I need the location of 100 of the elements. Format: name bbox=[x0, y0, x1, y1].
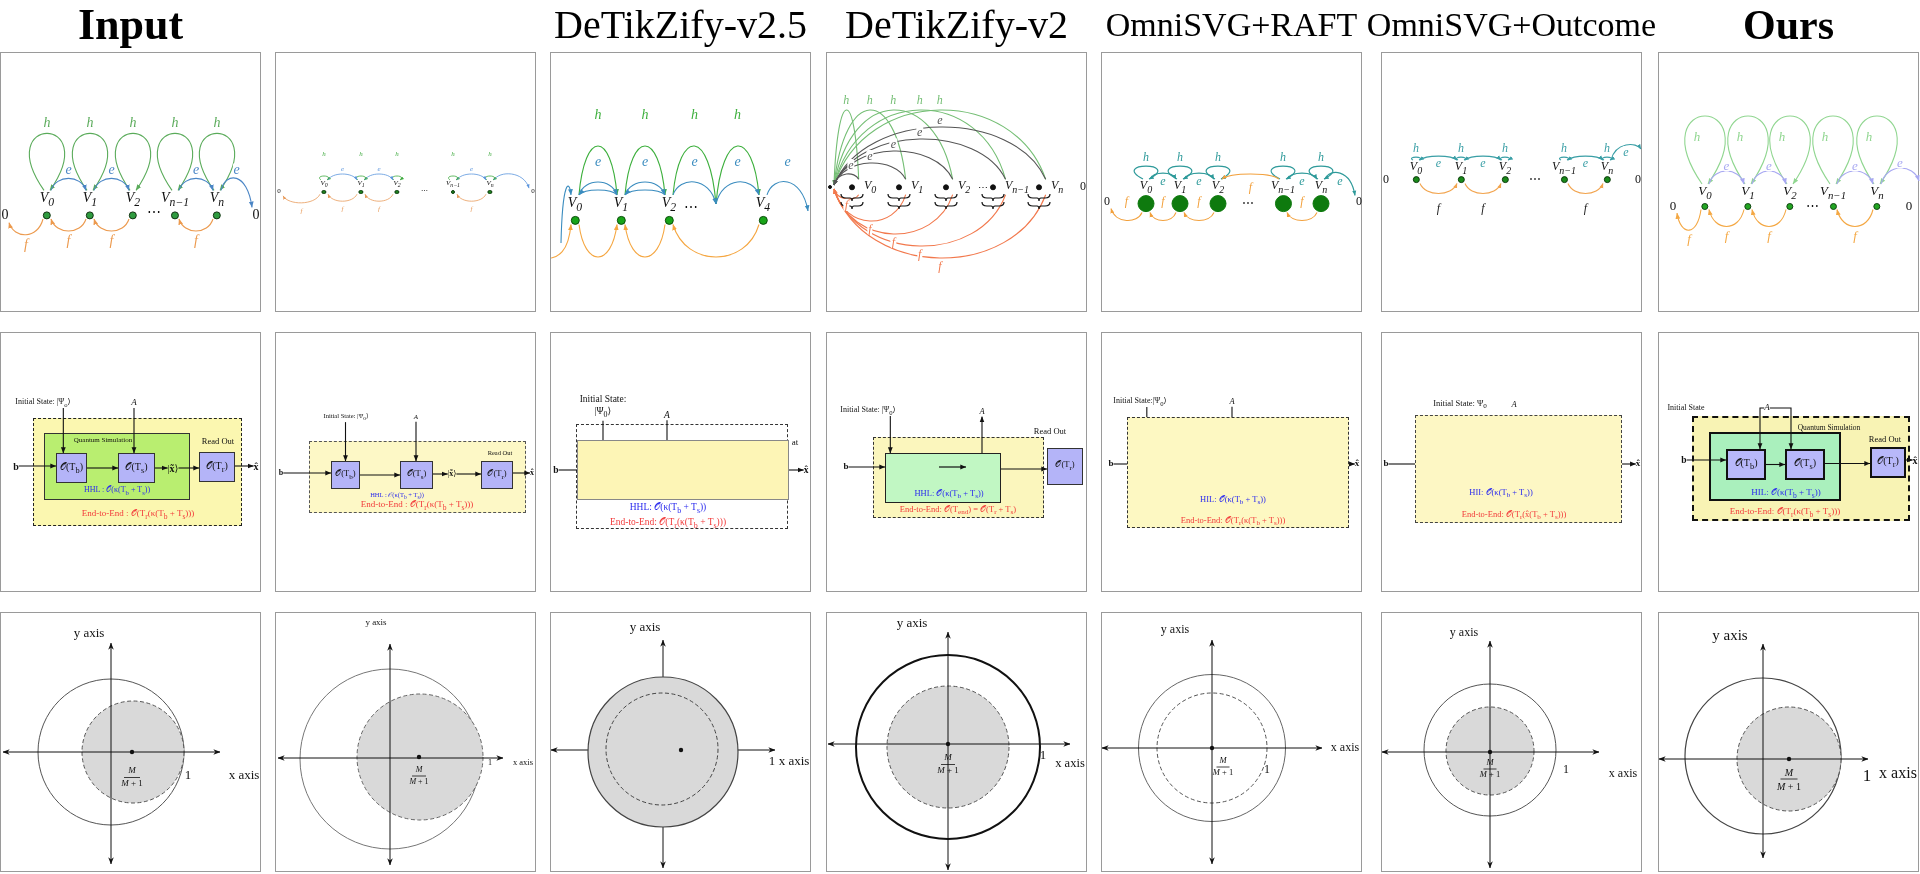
fraction-label: M + 1 bbox=[1777, 780, 1801, 792]
curved-arrow bbox=[178, 218, 214, 232]
diagram-label: Initial State: Ψ$_{0}$ bbox=[1433, 398, 1487, 412]
block-label: HHL: 𝒪(κ(T$_{b}$ + T$_{s}$)) bbox=[914, 488, 984, 502]
curved-arrow bbox=[1708, 170, 1745, 185]
node-label: Initial State:|Ψ$_{0}$⟩ bbox=[1113, 397, 1167, 407]
column-header: Ours bbox=[1743, 4, 1834, 46]
arrow bbox=[282, 470, 332, 476]
loop-arrow bbox=[1856, 115, 1898, 185]
dashed-region bbox=[309, 441, 526, 513]
edge-label: f bbox=[193, 234, 199, 248]
arrow bbox=[1824, 461, 1871, 466]
curved-arrow bbox=[1110, 208, 1143, 222]
edge-label: h bbox=[842, 94, 851, 106]
block-label: End-to-End: 𝒪(T$_{r}$(κ(T$_{b}$ + T$_{s}$))) bbox=[1729, 507, 1841, 519]
vertex-label: V$_{0}$ bbox=[39, 190, 55, 210]
curved-arrow bbox=[1567, 182, 1604, 195]
panel bbox=[1658, 332, 1919, 592]
block-caption: Read Out bbox=[1868, 435, 1902, 445]
tick-label: 1 bbox=[184, 767, 192, 783]
connector-line bbox=[1231, 406, 1233, 418]
operator-box bbox=[1785, 449, 1825, 480]
curved-arrow bbox=[578, 189, 618, 196]
edge-label: f bbox=[1582, 201, 1589, 214]
vertex-label: V$_{0}$ bbox=[1409, 160, 1423, 176]
node-label: |x̃⟩ bbox=[447, 469, 457, 479]
edge-label: h bbox=[1317, 151, 1325, 164]
arrow bbox=[1621, 461, 1637, 467]
arrow bbox=[512, 470, 531, 476]
edge-label: h bbox=[1692, 129, 1702, 143]
diagram-label: at bbox=[791, 438, 799, 448]
curved-arrow bbox=[1324, 171, 1356, 196]
vertex-label: V$_{n−1}$ bbox=[1005, 179, 1030, 195]
curved-arrow bbox=[624, 145, 667, 196]
edge-label: f bbox=[917, 248, 923, 260]
panel bbox=[826, 52, 1087, 312]
panel bbox=[1101, 52, 1362, 312]
axis-label: x axis bbox=[1608, 767, 1638, 781]
curved-arrow bbox=[832, 109, 907, 186]
tick-label: 1 bbox=[1039, 747, 1047, 763]
arrow bbox=[60, 407, 66, 454]
vertex-label: V$_{n}$ bbox=[1051, 179, 1064, 195]
edge-label: f bbox=[937, 260, 943, 272]
axis-label: x axis bbox=[1330, 741, 1360, 755]
edge-label: f bbox=[108, 234, 115, 248]
loop-arrow bbox=[1499, 155, 1513, 161]
loop-arrow bbox=[1133, 165, 1159, 180]
node-label: x̂ bbox=[530, 468, 534, 478]
arrow bbox=[788, 467, 805, 473]
column-header: Input bbox=[77, 3, 184, 47]
graph-label: 0 bbox=[1080, 180, 1086, 194]
arrow bbox=[847, 464, 886, 470]
curved-arrow bbox=[1464, 155, 1502, 161]
vertex-label: V$_{1}$ bbox=[1454, 160, 1468, 176]
vertex-label: V$_{2}$ bbox=[1498, 160, 1512, 176]
loop-arrow bbox=[115, 132, 151, 191]
block-label: 𝒪(T$_{s}$) bbox=[125, 460, 148, 476]
edge-label: f bbox=[1480, 201, 1486, 214]
node-label: x̂ bbox=[803, 464, 809, 476]
arrow bbox=[1757, 407, 1765, 450]
arrow bbox=[177, 465, 200, 471]
curved-arrow bbox=[550, 223, 573, 259]
panel bbox=[550, 612, 811, 872]
fraction-label: M bbox=[1784, 766, 1794, 778]
node-label: A bbox=[131, 398, 137, 408]
axis-label: y axis bbox=[365, 618, 387, 628]
loop-arrow bbox=[1455, 155, 1469, 161]
block-label: HHL: 𝒪(κ(T$_{b}$ + T$_{s}$)) bbox=[629, 502, 707, 516]
edge-label: f bbox=[1160, 194, 1166, 207]
node-label: x̂ bbox=[253, 460, 259, 472]
graph-label: ⋯ bbox=[1529, 173, 1541, 187]
curved-arrow bbox=[1221, 173, 1280, 180]
loop-arrow bbox=[1410, 155, 1424, 161]
curved-arrow bbox=[50, 218, 87, 232]
edge-label: f bbox=[1247, 181, 1254, 193]
fraction-label: M bbox=[1486, 758, 1494, 768]
curved-arrow bbox=[1149, 172, 1177, 180]
curved-arrow bbox=[672, 223, 760, 258]
panel bbox=[275, 52, 536, 312]
edge-label: h bbox=[733, 108, 742, 122]
vertex-label: V$_{n}$ bbox=[209, 190, 225, 210]
node-label: A bbox=[1764, 403, 1770, 413]
curved-arrow bbox=[833, 109, 954, 186]
panel bbox=[550, 52, 811, 312]
vertex-label: V$_{1}$ bbox=[613, 194, 629, 215]
curved-arrow bbox=[1149, 211, 1177, 222]
edge-label: e bbox=[916, 126, 924, 138]
connector-line bbox=[666, 419, 668, 441]
loop-arrow bbox=[1558, 155, 1572, 161]
column-header: DeTikZify-v2.5 bbox=[554, 5, 807, 45]
diagram-label: Initial State bbox=[1667, 403, 1705, 413]
curved-arrow bbox=[1183, 172, 1215, 180]
connector-line bbox=[1146, 406, 1148, 418]
connector-line bbox=[602, 420, 604, 441]
edge-label: h bbox=[1735, 129, 1745, 143]
curved-arrow bbox=[1286, 211, 1318, 222]
fraction-label: M bbox=[415, 765, 423, 775]
edge-label: h bbox=[1279, 151, 1287, 164]
panel bbox=[0, 52, 261, 312]
edge-label: h bbox=[1457, 142, 1465, 155]
